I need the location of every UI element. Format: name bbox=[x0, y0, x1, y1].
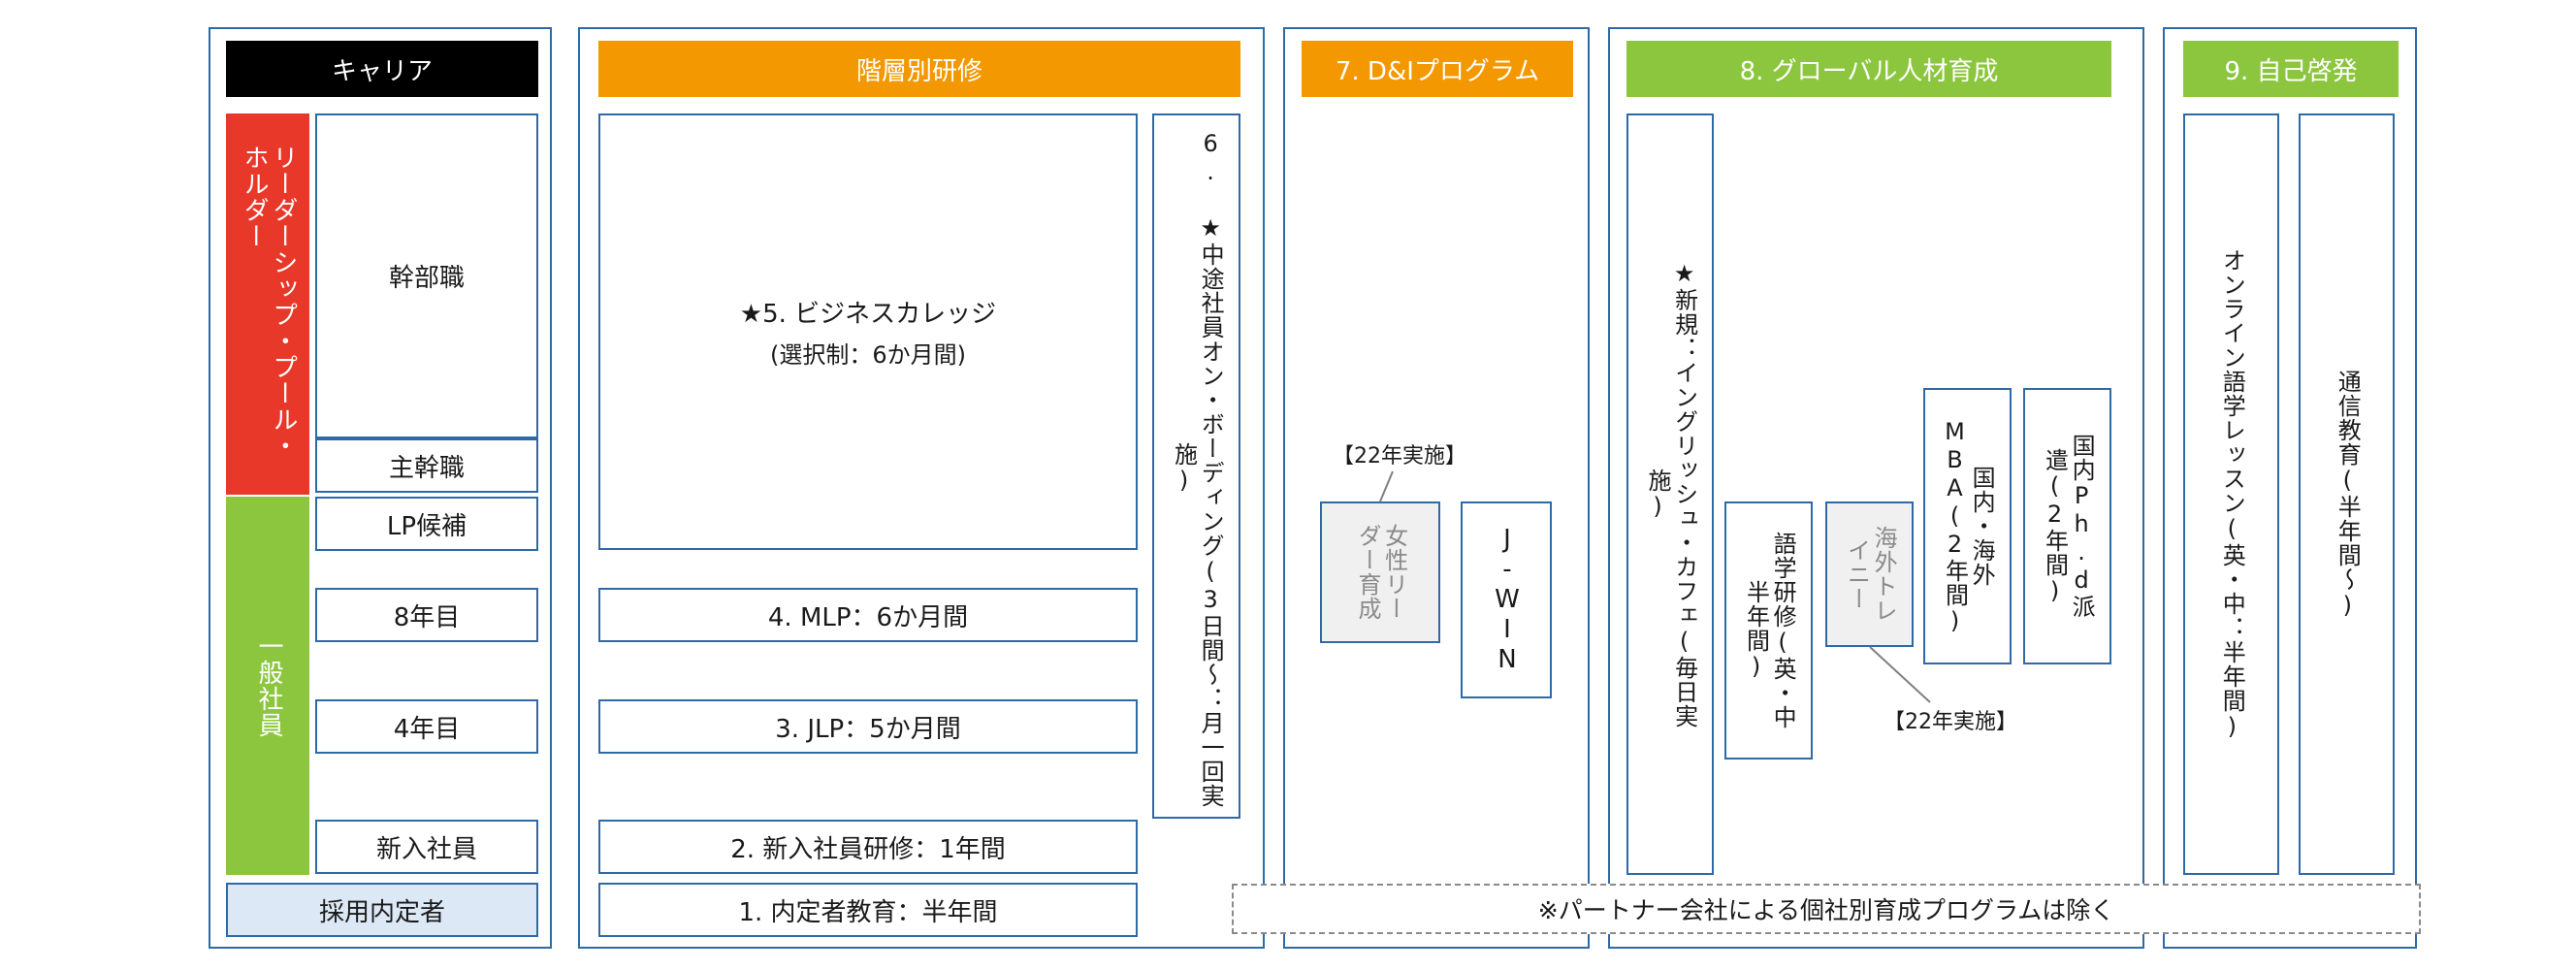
phd-box: 国内Ph.d派遣(2年間) bbox=[2023, 388, 2111, 664]
level-new-hire: 新入社員 bbox=[315, 820, 538, 874]
level-year-8: 8年目 bbox=[315, 588, 538, 642]
dei-panel bbox=[1283, 27, 1590, 949]
level-executive: 幹部職 bbox=[315, 113, 538, 438]
jwin-label: J-WIN bbox=[1492, 525, 1522, 675]
correspondence-box: 通信教育(半年間～) bbox=[2299, 113, 2395, 875]
correspondence-label: 通信教育(半年間～) bbox=[2334, 369, 2362, 620]
general-staff-label: 一般社員 bbox=[253, 633, 283, 738]
career-header: キャリア bbox=[226, 41, 538, 97]
language-training-label: 語学研修(英・中 半年間) bbox=[1742, 532, 1797, 729]
new-hire-training-box: 2. 新入社員研修：1年間 bbox=[598, 820, 1138, 874]
self-dev-header: 9. 自己啓発 bbox=[2183, 41, 2399, 97]
online-language-box: オンライン語学レッスン(英・中：半年間) bbox=[2183, 113, 2279, 875]
mba-box: 国内・海外MBA(2年間) bbox=[1923, 388, 2012, 664]
level-year-4: 4年目 bbox=[315, 699, 538, 754]
phd-label: 国内Ph.d派遣(2年間) bbox=[2041, 434, 2096, 619]
level-senior: 主幹職 bbox=[315, 438, 538, 493]
women-leader-box: 女性リーダー育成 bbox=[1320, 501, 1440, 643]
jwin-box: J-WIN bbox=[1461, 501, 1552, 698]
partner-exclusion-note: ※パートナー会社による個社別育成プログラムは除く bbox=[1232, 884, 2421, 934]
jlp-box: 3. JLP：5か月間 bbox=[598, 699, 1138, 754]
business-college-title: ★5. ビジネスカレッジ bbox=[739, 300, 997, 329]
online-language-label: オンライン語学レッスン(英・中：半年間) bbox=[2218, 247, 2246, 741]
level-offer: 採用内定者 bbox=[226, 883, 538, 937]
leader-pool-label: リーダーシップ・プール・ホルダー bbox=[240, 144, 298, 459]
hierarchy-header: 階層別研修 bbox=[598, 41, 1240, 97]
english-cafe-box: ★新規：イングリッシュ・カフェ(毎日実施) bbox=[1626, 113, 1714, 875]
onboarding-box: 6. ★中途社員オン・ボーディング(3日間～：月一回実施) bbox=[1152, 113, 1240, 819]
dei-note-connector bbox=[1379, 470, 1394, 502]
dei-header: 7. D&Iプログラム bbox=[1302, 41, 1573, 97]
leader-pool-band: リーダーシップ・プール・ホルダー bbox=[226, 113, 309, 495]
trainee-year-note: 【22年実施】 bbox=[1884, 710, 2017, 734]
overseas-trainee-label: 海外トレイニー bbox=[1843, 526, 1898, 623]
business-college-box: ★5. ビジネスカレッジ (選択制：6か月間) bbox=[598, 113, 1138, 550]
women-leader-label: 女性リーダー育成 bbox=[1354, 524, 1408, 621]
onboarding-label: 6. ★中途社員オン・ボーディング(3日間～：月一回実施) bbox=[1170, 129, 1225, 808]
dei-year-note: 【22年実施】 bbox=[1333, 444, 1466, 469]
general-staff-band: 一般社員 bbox=[226, 497, 309, 875]
level-lp-candidate: LP候補 bbox=[315, 497, 538, 551]
language-training-box: 語学研修(英・中 半年間) bbox=[1724, 501, 1813, 760]
english-cafe-label: ★新規：イングリッシュ・カフェ(毎日実施) bbox=[1644, 260, 1698, 728]
trainee-note-connector bbox=[1869, 646, 1931, 703]
global-header: 8. グローバル人材育成 bbox=[1626, 41, 2111, 97]
offer-education-box: 1. 内定者教育：半年間 bbox=[598, 883, 1138, 937]
mba-label: 国内・海外MBA(2年間) bbox=[1941, 417, 1996, 635]
overseas-trainee-box: 海外トレイニー bbox=[1825, 501, 1914, 647]
mlp-box: 4. MLP：6か月間 bbox=[598, 588, 1138, 642]
business-college-subtitle: (選択制：6か月間) bbox=[770, 341, 966, 369]
